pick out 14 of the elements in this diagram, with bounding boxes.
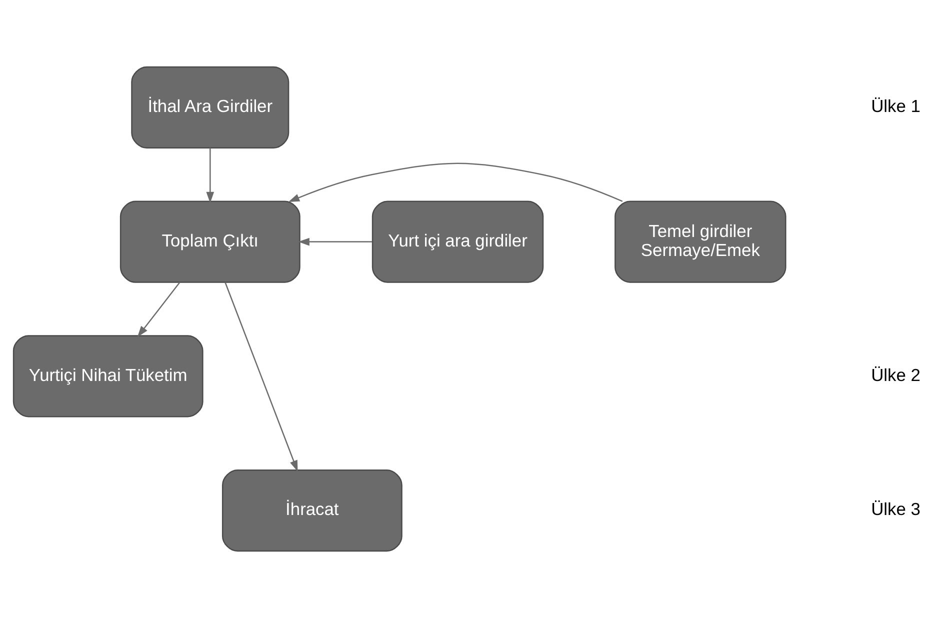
arrow: [288, 162, 623, 202]
node-box: İhracat: [222, 469, 402, 552]
arrow: [206, 147, 214, 203]
node-box: Toplam Çıktı: [120, 200, 300, 282]
node-box: Yurt içi ara girdiler: [372, 200, 544, 282]
arrow: [298, 237, 372, 246]
arrow: [137, 281, 180, 337]
label: Ülke 1: [871, 96, 920, 116]
arrow: [224, 282, 298, 472]
label: Ülke 2: [871, 364, 920, 384]
node-box: İthal Ara Girdiler: [131, 66, 290, 148]
label: Ülke 3: [871, 498, 920, 519]
node-box: Yurtiçi Nihai Tüketim: [12, 334, 204, 417]
node-box: Temel girdiler Sermaye/Emek: [614, 200, 786, 282]
